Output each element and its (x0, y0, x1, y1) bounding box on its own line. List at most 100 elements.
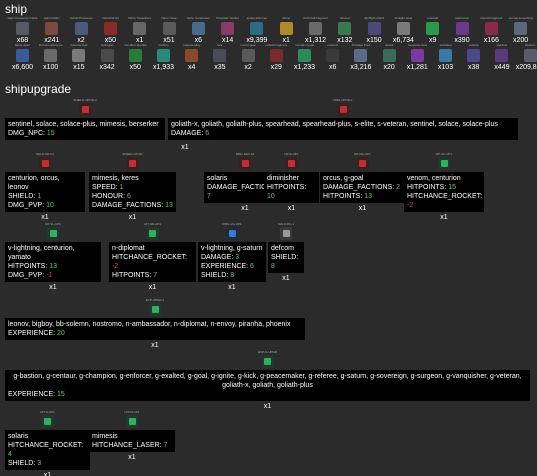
ship-item-label: titanium (524, 43, 536, 47)
ship-item-label: nebula-fragment (265, 43, 288, 47)
ship-item-icon (367, 22, 381, 35)
upgrade-stat: DAMAGE: 3 (201, 254, 240, 261)
upgrade-stat: HITCHANCE_ROCKET: -2 (112, 254, 188, 270)
upgrade-code: EXP-G-UPGR (257, 350, 277, 354)
upgrade-multiplier: x1 (41, 214, 49, 221)
ship-item-icon (439, 49, 452, 62)
upgrade-stat-value: 3 (37, 460, 42, 467)
upgrade-module-icon (337, 103, 349, 116)
upgrade-module-icon (438, 157, 450, 170)
upgrade-code: SHLD-DC-1 (277, 222, 294, 226)
upgrade-code: HP-VC-UP1 (435, 152, 453, 156)
ship-item-icon (100, 49, 114, 62)
upgrade-multiplier: x1 (228, 284, 236, 291)
upgrade-stat: DMG_NPC: 15 (8, 130, 55, 137)
ship-item-icon (354, 49, 368, 62)
ship-item-label: Nano Condenser (186, 16, 210, 20)
upgrade-module-icon (146, 227, 159, 240)
ship-item-label: iron-fiber-sparkle (124, 43, 147, 47)
ship-item-icon (514, 22, 528, 35)
ship-item-label: Hybrid Alloy (43, 16, 60, 20)
upgrade-stat-value: 8 (271, 263, 275, 270)
upgrade-stat: SHIELD: 3 (8, 460, 42, 467)
upgrade-module-icon (47, 227, 59, 240)
ship-item-icon (221, 22, 235, 35)
ship-item-icon (410, 49, 424, 62)
upgrade-stat: HITPOINTS: 13 (8, 263, 58, 270)
upgrade-code: SHLD-UP-C1 (35, 152, 54, 156)
ship-item-icon (128, 49, 142, 62)
ship-item-icon (455, 22, 469, 35)
ship-item-icon (523, 49, 537, 62)
upgrade-stats-box: leonov, bigboy, bb-solemn, nostromo, n-a… (5, 318, 305, 340)
ship-item-label: cloth-ball-fragment (303, 16, 328, 20)
ship-item-count: x100 (43, 64, 59, 71)
ship-item-count: x3,216 (350, 64, 372, 71)
upgrade-module-icon (239, 157, 251, 170)
ship-item-count: x1 (282, 37, 290, 44)
shipupgrade-section-title: shipupgrade (5, 82, 72, 96)
ship-item-label: protocol (327, 43, 339, 47)
upgrade-stat: HITCHANCE_ROCKET: 4 (8, 442, 84, 458)
upgrade-multiplier: x1 (358, 205, 367, 212)
upgrade-stats-box: goliath-x, goliath, goliath-plus, spearh… (168, 118, 518, 140)
